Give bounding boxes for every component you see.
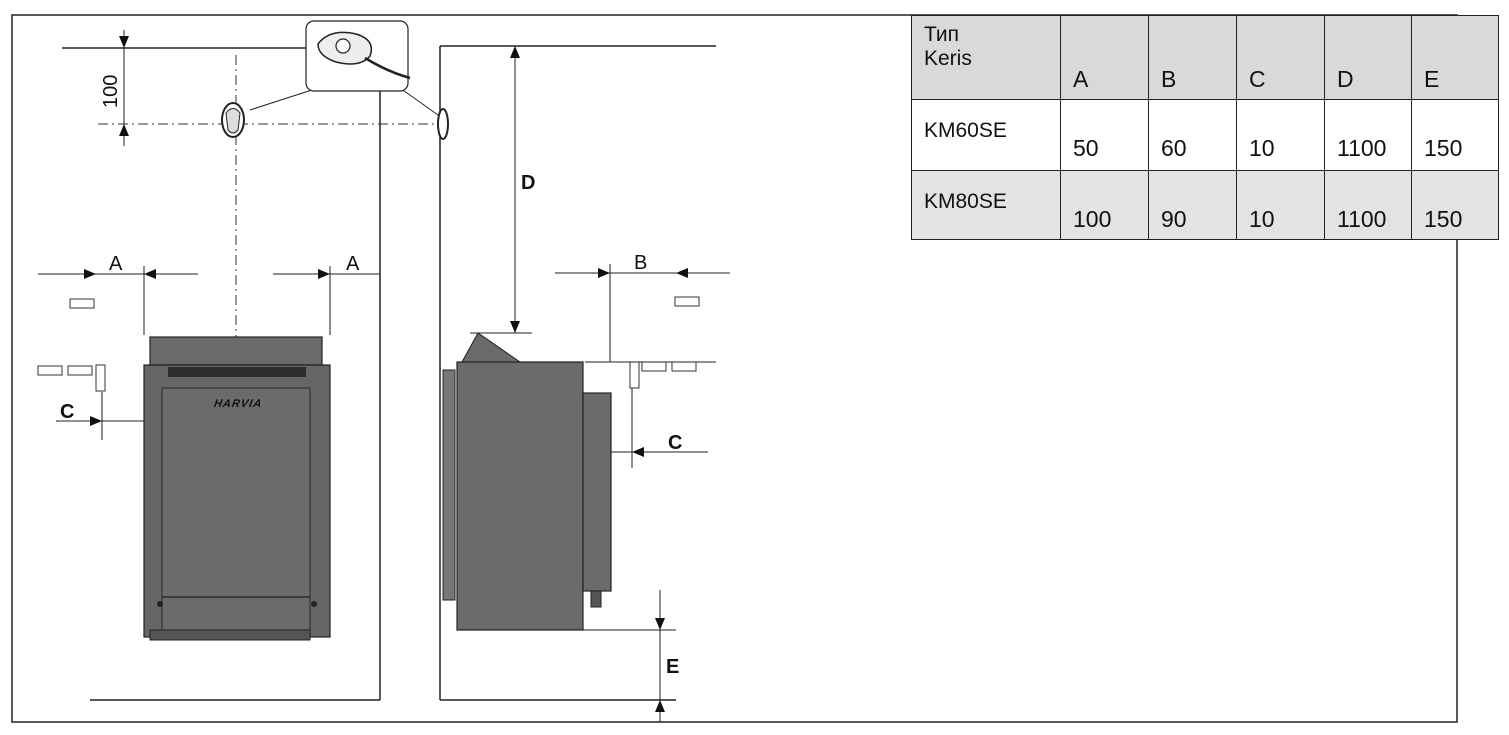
wall-bracket xyxy=(442,369,456,601)
heater-brand-logo: HARVIA xyxy=(212,398,264,410)
table-cell: 60 xyxy=(1148,99,1237,171)
header-type: Тип Keris xyxy=(911,15,1061,100)
table-cell: 10 xyxy=(1236,99,1325,171)
table-header-row: Тип Keris A B C D E xyxy=(911,15,1499,100)
table-cell: KM80SE xyxy=(911,170,1061,240)
table-cell: 50 xyxy=(1060,99,1149,171)
heater-front-top xyxy=(149,336,323,366)
dimension-d-label: D xyxy=(521,172,536,194)
table-row: KM80SE 100 90 10 1100 150 xyxy=(911,170,1499,240)
dimension-a-right-label: A xyxy=(346,253,360,275)
header-e: E xyxy=(1411,15,1499,100)
header-d: D xyxy=(1324,15,1412,100)
dimension-e-label: E xyxy=(666,656,680,678)
front-view xyxy=(37,20,445,701)
header-c: C xyxy=(1236,15,1325,100)
side-view xyxy=(437,45,730,722)
table-cell: KM60SE xyxy=(911,99,1061,171)
control-unit xyxy=(582,392,612,592)
dimension-c-left-label: C xyxy=(60,401,75,423)
outer-frame xyxy=(11,14,1458,723)
table-cell: 100 xyxy=(1060,170,1149,240)
heater-side-body xyxy=(456,361,584,631)
table-cell: 1100 xyxy=(1324,99,1412,171)
spec-table: Тип Keris A B C D E KM60SE 50 60 10 1100… xyxy=(911,15,1499,240)
table-cell: 150 xyxy=(1411,99,1499,171)
table-row: KM60SE 50 60 10 1100 150 xyxy=(911,99,1499,171)
dimension-c-right-label: C xyxy=(668,432,683,454)
side-sensor-icon xyxy=(437,108,449,140)
header-b: B xyxy=(1148,15,1237,100)
header-a: A xyxy=(1060,15,1149,100)
table-cell: 90 xyxy=(1148,170,1237,240)
table-cell: 150 xyxy=(1411,170,1499,240)
dimension-100-label: 100 xyxy=(100,74,122,108)
table-cell: 10 xyxy=(1236,170,1325,240)
dimension-b-label: B xyxy=(634,252,648,274)
dimension-a-left-label: A xyxy=(109,253,123,275)
table-cell: 1100 xyxy=(1324,170,1412,240)
